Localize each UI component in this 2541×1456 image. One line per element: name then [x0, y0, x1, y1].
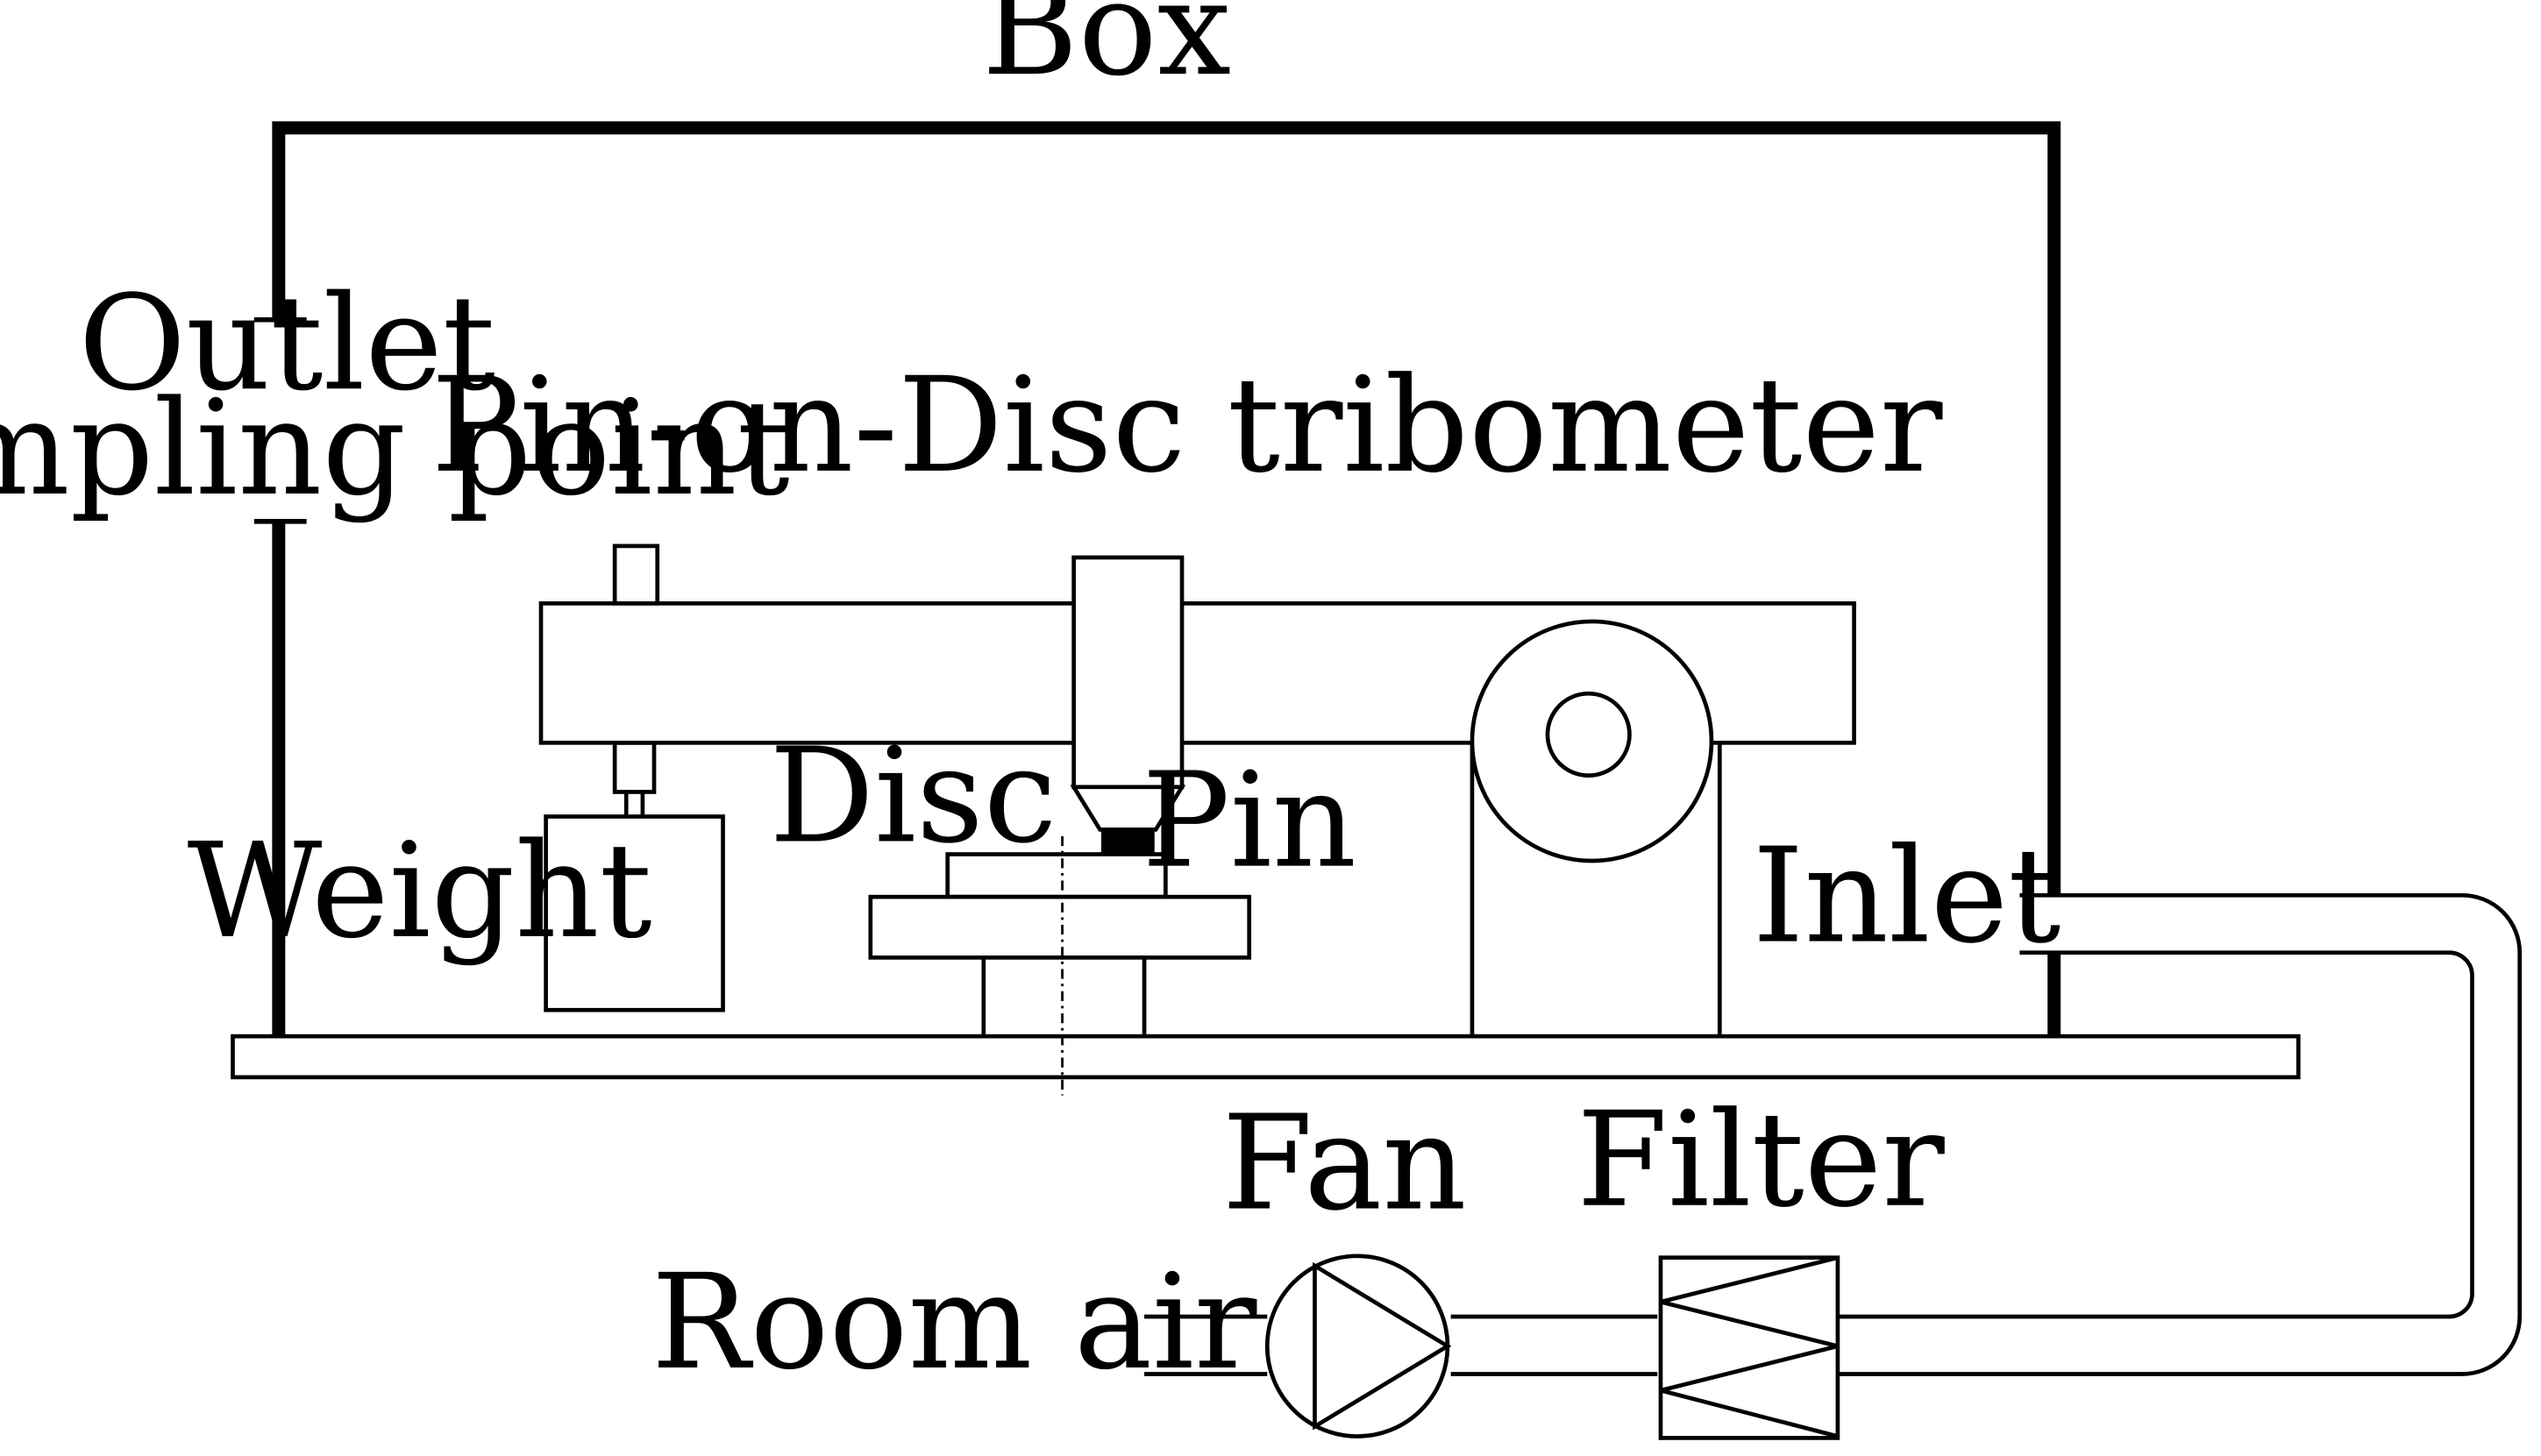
box-outline: [272, 121, 2061, 896]
disc-label: Disc: [769, 721, 1057, 873]
pivot-axle: [1545, 691, 1632, 778]
outlet-label: Outlet: [78, 267, 495, 420]
pin-holder: [1071, 555, 1185, 790]
room-air-label: Room air: [651, 1246, 1257, 1399]
duct-outer-wall: [1839, 892, 2523, 1376]
weight-label: Weight: [188, 815, 652, 968]
tribometer: [538, 543, 1856, 1096]
disc-table: [868, 894, 1252, 960]
tribometer-label: Pin-on-Disc tribometer: [431, 350, 1943, 502]
fan-arrow: [1313, 1261, 1452, 1431]
pin-label: Pin: [1142, 745, 1356, 898]
box-label: Box: [982, 0, 1231, 105]
weight-connector: [612, 740, 657, 794]
inlet-label: Inlet: [1753, 820, 2061, 973]
fan-casing: [1264, 1254, 1450, 1438]
box-enclosure: [272, 121, 2061, 1037]
filter-housing: [1658, 1255, 1840, 1440]
duct-inner-wall: [1839, 950, 2474, 1319]
filter: [1658, 1255, 1840, 1440]
base-plate: [231, 1033, 2301, 1080]
air-duct: [1144, 892, 2523, 1376]
filter-label: Filter: [1577, 1084, 1945, 1237]
disc: [945, 852, 1168, 899]
filter-pleats: [1660, 1255, 1839, 1438]
fan-label: Fan: [1222, 1088, 1467, 1240]
outlet-opening-marks: [253, 316, 307, 524]
pin-taper: [1070, 785, 1186, 832]
sampling-point-label: Sampling point: [0, 373, 790, 525]
disc-shaft: [981, 955, 1147, 1039]
fan: [1264, 1254, 1452, 1438]
weight-block: [544, 814, 725, 1012]
pivot-wheel: [1470, 619, 1714, 863]
pin-tip: [1100, 827, 1155, 856]
arm-top-knob: [612, 543, 660, 606]
